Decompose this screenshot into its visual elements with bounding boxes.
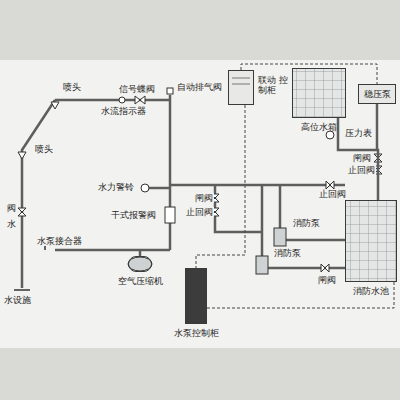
- pipes: [22, 95, 377, 288]
- cabinet-fill: [185, 268, 207, 324]
- air-compressor: 空气压缩机: [128, 256, 152, 272]
- part-label: 水流指示器: [100, 106, 147, 116]
- water-tank: 高位水箱: [292, 68, 346, 118]
- compressor-tank: [128, 257, 152, 271]
- part-label: 消防泵: [292, 218, 321, 228]
- cabinet-detail: [232, 78, 250, 84]
- tank-grid: [292, 68, 346, 118]
- part-label: 止回阀: [318, 189, 347, 199]
- part-label: 闸阀: [317, 275, 337, 285]
- part-label: 止回阀: [185, 207, 214, 217]
- fire-pool: 消防水池: [345, 200, 397, 282]
- cabinet-fill: [228, 70, 254, 105]
- control-cabinet: 联动 控制柜: [228, 70, 254, 105]
- part-label: 干式报警阀: [110, 210, 157, 220]
- node-label: 水泵控制柜: [174, 328, 219, 338]
- part-label: 水: [6, 219, 17, 229]
- part-label: 喷头: [34, 144, 54, 154]
- node-label: 高位水箱: [301, 122, 337, 132]
- part-label: 消防泵: [273, 248, 302, 258]
- control-wire: [207, 282, 394, 308]
- drain-symbol: [14, 289, 30, 291]
- part-label: 水泵接合器: [36, 236, 83, 246]
- part-label: 水力警铃: [97, 182, 135, 192]
- pump-box-fill: [358, 84, 396, 104]
- part-label: 闸阀: [194, 193, 214, 203]
- part-label: 自动排气阀: [176, 82, 223, 92]
- node-label: 消防水池: [353, 286, 389, 296]
- page-band: [0, 60, 400, 348]
- node-label: 空气压缩机: [118, 276, 163, 286]
- part-label: 水设施: [3, 295, 32, 305]
- part-label: 止回阀: [347, 165, 376, 175]
- pump-box: 稳压泵: [358, 84, 396, 104]
- part-label: 喷头: [62, 82, 82, 92]
- part-label: 信号蝶阀: [118, 84, 156, 94]
- part-label: 闸阀: [352, 153, 372, 163]
- part-label: 阀: [6, 203, 17, 213]
- node-label: 联动 控制柜: [258, 75, 288, 95]
- control-wire: [196, 105, 245, 268]
- pool-grid: [345, 200, 397, 282]
- part-label: 压力表: [344, 128, 373, 138]
- water-pipe: [338, 118, 378, 200]
- node-label: 稳压泵: [364, 89, 391, 99]
- sprinkler-heads: [18, 102, 59, 159]
- control-cabinet: 水泵控制柜: [185, 268, 207, 324]
